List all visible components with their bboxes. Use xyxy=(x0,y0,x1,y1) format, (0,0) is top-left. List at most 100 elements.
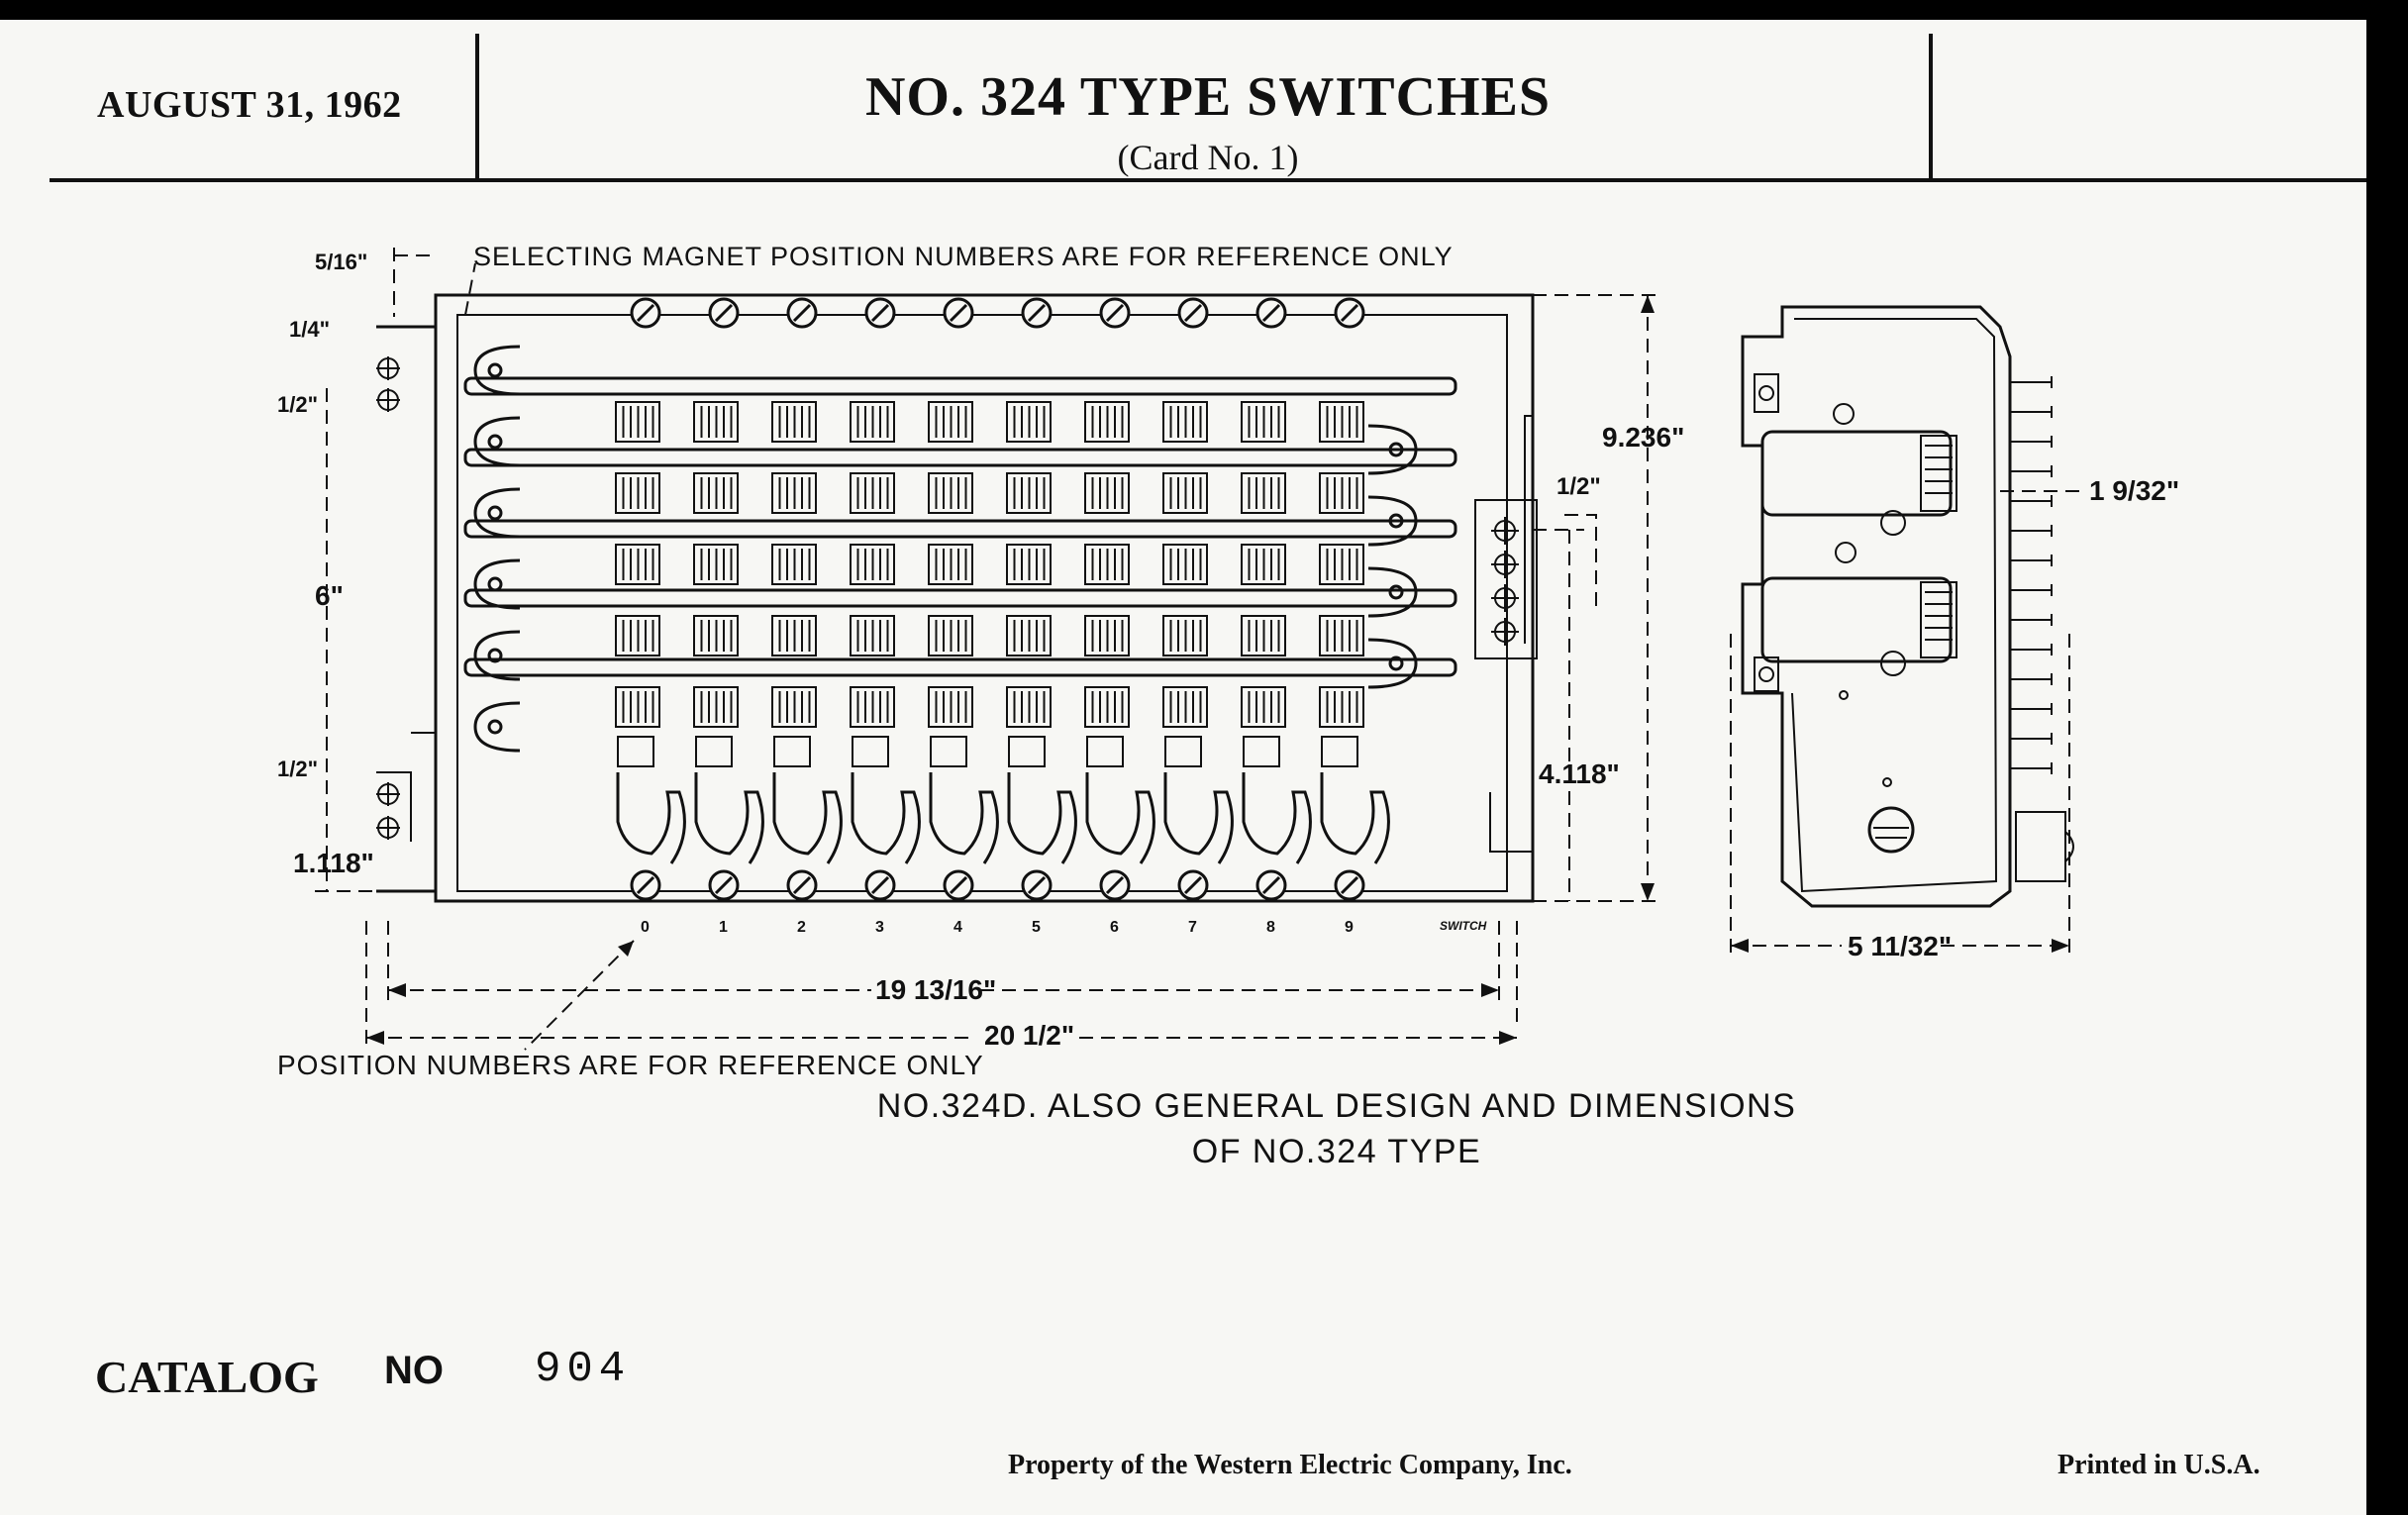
contact-stack xyxy=(695,736,733,767)
card-number: (Card No. 1) xyxy=(1117,138,1299,177)
contact-stack xyxy=(615,472,660,514)
magnet-right xyxy=(1367,495,1418,547)
dim-height-lower: 4.118" xyxy=(1539,758,1620,789)
armature-hook xyxy=(851,772,921,864)
side-terminal xyxy=(2010,525,2053,537)
position-number: 0 xyxy=(641,919,650,936)
side-housing xyxy=(1741,305,2012,908)
side-terminal xyxy=(2010,465,2053,477)
dim-top-quarter: 1/4" xyxy=(289,317,331,342)
left-bracket xyxy=(376,325,438,893)
contact-stack xyxy=(1006,401,1052,443)
catalog-label: CATALOG xyxy=(95,1352,319,1402)
magnet-left xyxy=(473,345,521,396)
side-terminal xyxy=(2010,436,2053,448)
scan-top-edge xyxy=(0,0,2408,20)
caption-line-1: NO.324D. ALSO GENERAL DESIGN AND DIMENSI… xyxy=(876,1087,1797,1125)
magnet-right xyxy=(1367,566,1418,618)
contact-stack xyxy=(850,544,895,585)
magnet-left xyxy=(473,630,521,681)
contact-stack xyxy=(1164,736,1202,767)
position-number: 3 xyxy=(875,919,884,936)
contact-stack xyxy=(1162,615,1208,656)
switch-label: SWITCH xyxy=(1440,919,1487,933)
side-terminal xyxy=(2010,644,2053,656)
dim-side-width: 5 11/32" xyxy=(1848,931,1953,961)
contact-stack xyxy=(1162,544,1208,585)
contact-stack xyxy=(693,472,739,514)
contact-stack xyxy=(1319,615,1364,656)
card-date: AUGUST 31, 1962 xyxy=(97,84,402,126)
contact-stack xyxy=(1319,686,1364,728)
contact-stack xyxy=(1162,401,1208,443)
contact-stack xyxy=(852,736,889,767)
armature-hook xyxy=(772,772,843,864)
catalog-number: 904 xyxy=(535,1345,632,1394)
contact-stack xyxy=(615,615,660,656)
position-number: 4 xyxy=(953,919,962,936)
scan-right-edge xyxy=(2366,0,2408,1515)
horizontal-bar xyxy=(463,519,1457,539)
contact-stack xyxy=(773,736,811,767)
side-terminal xyxy=(2010,406,2053,418)
contact-stack xyxy=(1162,472,1208,514)
armature-hook xyxy=(1163,772,1234,864)
side-terminal xyxy=(2010,555,2053,566)
contact-stack xyxy=(693,544,739,585)
armature-hook xyxy=(616,772,686,864)
contact-stack xyxy=(1084,615,1130,656)
contact-stack xyxy=(928,686,973,728)
contact-stack xyxy=(1006,615,1052,656)
contact-stack xyxy=(615,686,660,728)
side-terminal xyxy=(2010,733,2053,745)
position-number: 1 xyxy=(719,919,728,936)
right-connector-block xyxy=(1474,499,1538,659)
coil-lower xyxy=(1760,576,1953,663)
contact-stack xyxy=(693,401,739,443)
contact-stack xyxy=(1006,686,1052,728)
caption-line-2: OF NO.324 TYPE xyxy=(1191,1133,1482,1170)
horizontal-bar xyxy=(463,657,1457,677)
contact-stack xyxy=(1241,544,1286,585)
coil-upper xyxy=(1760,430,1953,517)
contact-stack xyxy=(771,401,817,443)
dim-height-total: 9.236" xyxy=(1602,422,1685,453)
contact-stack xyxy=(771,544,817,585)
contact-stack xyxy=(617,736,654,767)
armature-hook xyxy=(1320,772,1390,864)
header-rule xyxy=(50,178,2366,182)
header-divider-right xyxy=(1929,34,1933,182)
armature-hook xyxy=(1085,772,1155,864)
side-knob xyxy=(1867,806,1915,854)
position-number: 2 xyxy=(797,919,806,936)
position-number: 5 xyxy=(1032,919,1041,936)
position-number: 7 xyxy=(1188,919,1197,936)
contact-stack xyxy=(1084,472,1130,514)
dim-side-offset: 1 9/32" xyxy=(2089,475,2180,506)
contact-stack xyxy=(615,401,660,443)
dim-width-inner: 19 13/16" xyxy=(875,974,997,1005)
side-view xyxy=(1741,305,2074,908)
magnet-left xyxy=(473,558,521,610)
contact-stack xyxy=(850,472,895,514)
horizontal-bar xyxy=(463,588,1457,608)
position-number: 8 xyxy=(1266,919,1275,936)
magnet-right xyxy=(1367,638,1418,689)
dim-left-span: 6" xyxy=(315,580,344,611)
contact-stack xyxy=(1241,401,1286,443)
contact-stack xyxy=(850,401,895,443)
dim-left-bottom: 1.118" xyxy=(293,848,374,878)
dim-hole-spacing: 1/2" xyxy=(1556,473,1601,500)
side-terminal xyxy=(2010,673,2053,685)
contact-stack xyxy=(1006,472,1052,514)
magnet-left xyxy=(473,416,521,467)
armature-hook xyxy=(929,772,999,864)
contact-stack xyxy=(771,686,817,728)
contact-stack xyxy=(1241,472,1286,514)
contact-stack xyxy=(1319,544,1364,585)
side-terminal xyxy=(2010,703,2053,715)
position-number: 6 xyxy=(1110,919,1119,936)
contact-stack xyxy=(615,544,660,585)
note-position-numbers: POSITION NUMBERS ARE FOR REFERENCE ONLY xyxy=(277,1050,984,1080)
